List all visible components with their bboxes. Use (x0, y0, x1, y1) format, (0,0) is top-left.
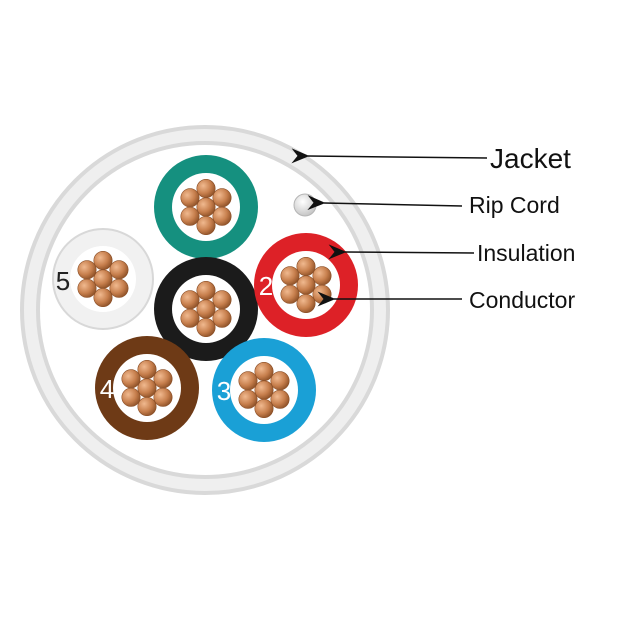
pair-number-2: 2 (259, 271, 273, 301)
jacket (20, 125, 390, 495)
copper-strand (77, 260, 97, 280)
copper-strand (312, 284, 332, 304)
insulation-leader (328, 244, 475, 260)
strands-blue (238, 361, 290, 418)
copper-strand (270, 389, 290, 409)
copper-strand (109, 260, 129, 280)
copper-strand (296, 275, 316, 295)
copper-strand (196, 216, 216, 236)
copper-strand (93, 269, 113, 289)
label-rip-cord: Rip Cord (469, 192, 560, 218)
label-jacket: Jacket (490, 143, 571, 174)
copper-strand (212, 290, 232, 310)
copper-strand (254, 398, 274, 418)
copper-strand (137, 378, 157, 398)
copper-strand (280, 284, 300, 304)
copper-strand (180, 308, 200, 328)
pair-red: 2 (254, 233, 358, 337)
copper-strand (121, 387, 141, 407)
copper-strand (93, 287, 113, 307)
copper-strand (270, 371, 290, 391)
label-conductor: Conductor (469, 287, 575, 313)
copper-strand (238, 371, 258, 391)
copper-strand (212, 206, 232, 226)
copper-strand (196, 197, 216, 217)
copper-strand (121, 369, 141, 389)
copper-strand (296, 256, 316, 276)
copper-strand (153, 369, 173, 389)
pair-teal (154, 155, 258, 259)
copper-strand (212, 308, 232, 328)
copper-strand (254, 380, 274, 400)
copper-strand (153, 387, 173, 407)
strands-brown (121, 359, 173, 416)
strands-teal (180, 179, 232, 236)
copper-strand (137, 396, 157, 416)
copper-strand (296, 293, 316, 313)
pair-number-4: 4 (100, 374, 114, 404)
copper-strand (180, 188, 200, 208)
copper-strand (238, 389, 258, 409)
rip-cord-leader (307, 195, 463, 211)
copper-strand (196, 299, 216, 319)
copper-strand (254, 361, 274, 381)
copper-strand (196, 280, 216, 300)
label-insulation: Insulation (477, 240, 575, 266)
strands-black (180, 280, 232, 337)
copper-strand (212, 188, 232, 208)
copper-strand (196, 179, 216, 199)
rip-cord (293, 193, 317, 217)
copper-strand (93, 251, 113, 271)
jacket-leader (291, 148, 488, 164)
pair-number-5: 5 (56, 266, 70, 296)
pair-number-3: 3 (217, 376, 231, 406)
copper-strand (312, 266, 332, 286)
copper-strand (137, 359, 157, 379)
strands-white (77, 251, 129, 307)
pair-white: 5 (52, 228, 154, 330)
pair-brown: 4 (95, 336, 199, 440)
leader-lines (291, 148, 488, 307)
copper-strand (109, 278, 129, 298)
copper-strand (280, 266, 300, 286)
pair-black (154, 257, 258, 361)
copper-strand (196, 317, 216, 337)
copper-strand (77, 278, 97, 298)
pair-blue: 3 (212, 338, 316, 442)
copper-strand (180, 290, 200, 310)
copper-strand (180, 206, 200, 226)
